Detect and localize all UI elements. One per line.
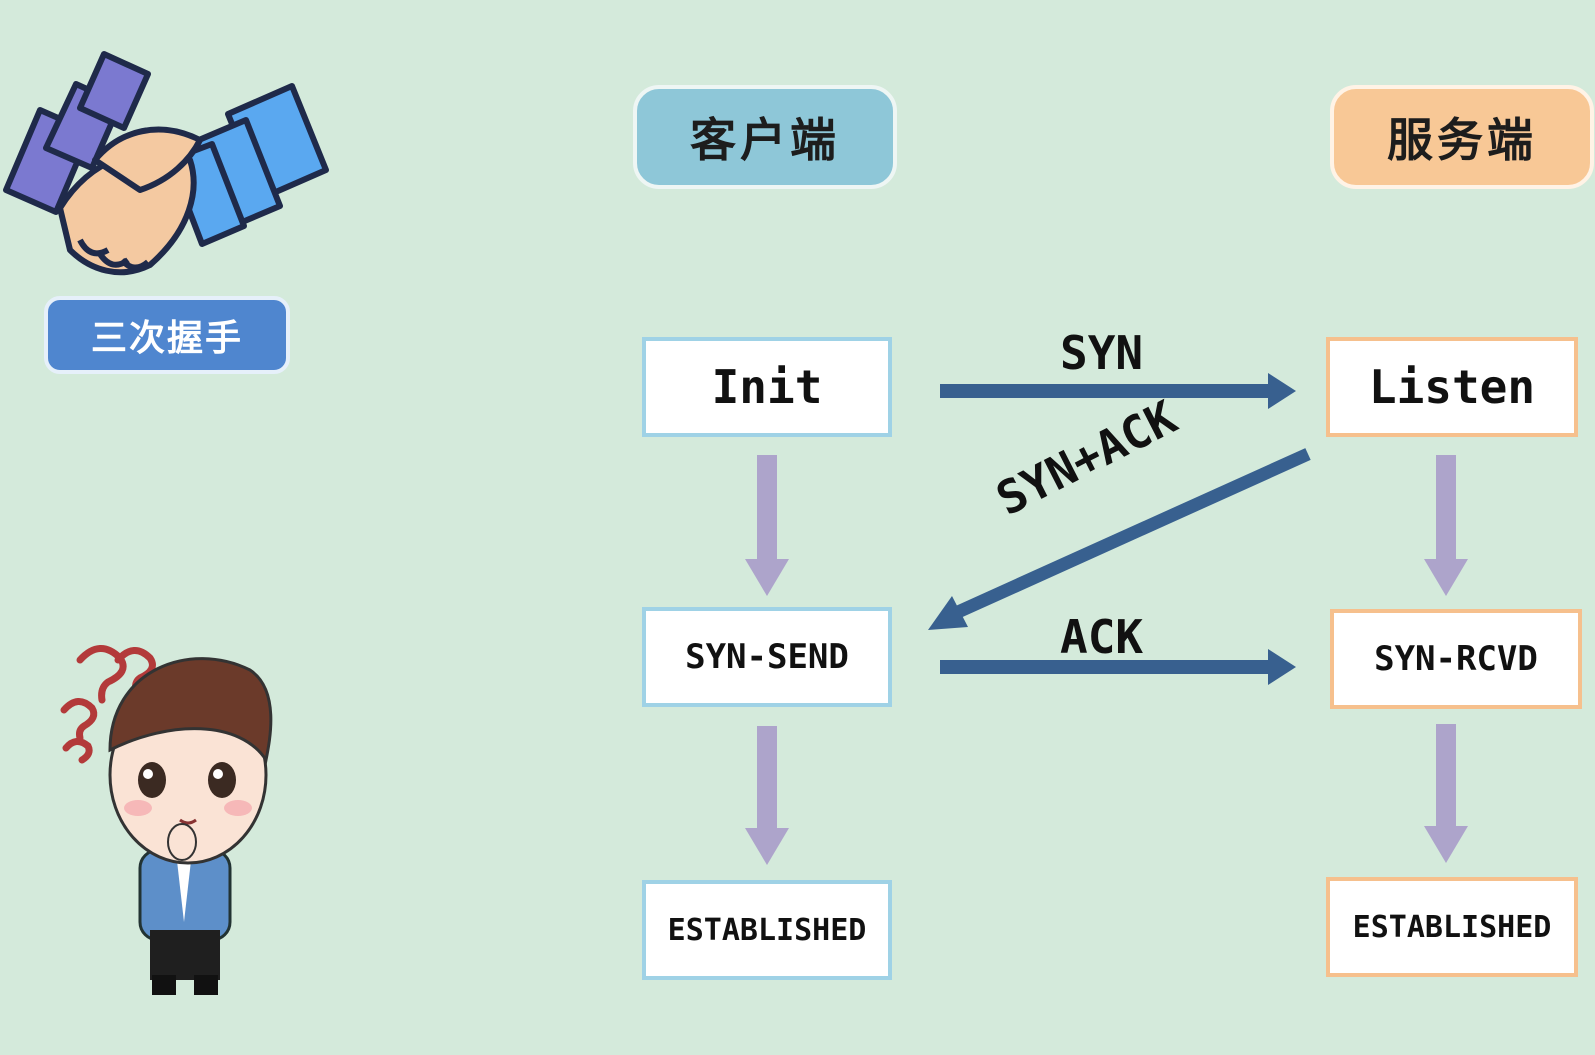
syn-arrow	[940, 373, 1296, 409]
corner-logo-fragment	[1578, 30, 1595, 70]
thinking-person-icon	[60, 645, 273, 995]
client-header: 客户端	[633, 85, 897, 189]
client-transition-arrow-2	[745, 726, 789, 865]
client-state-established: ESTABLISHED	[642, 880, 892, 980]
ack-label: ACK	[1060, 610, 1144, 664]
server-transition-arrow-2	[1424, 724, 1468, 863]
server-header: 服务端	[1330, 85, 1594, 189]
handshake-icon	[3, 51, 329, 276]
client-state-init: Init	[642, 337, 892, 437]
ack-arrow	[940, 649, 1296, 685]
syn-label: SYN	[1060, 326, 1144, 380]
syn-ack-arrow	[928, 448, 1311, 630]
server-state-listen: Listen	[1326, 337, 1578, 437]
client-state-syn-send: SYN-SEND	[642, 607, 892, 707]
server-state-syn-rcvd: SYN-RCVD	[1330, 609, 1582, 709]
server-state-established: ESTABLISHED	[1326, 877, 1578, 977]
server-transition-arrow-1	[1424, 455, 1468, 596]
three-way-handshake-badge: 三次握手	[44, 296, 290, 374]
client-transition-arrow-1	[745, 455, 789, 596]
